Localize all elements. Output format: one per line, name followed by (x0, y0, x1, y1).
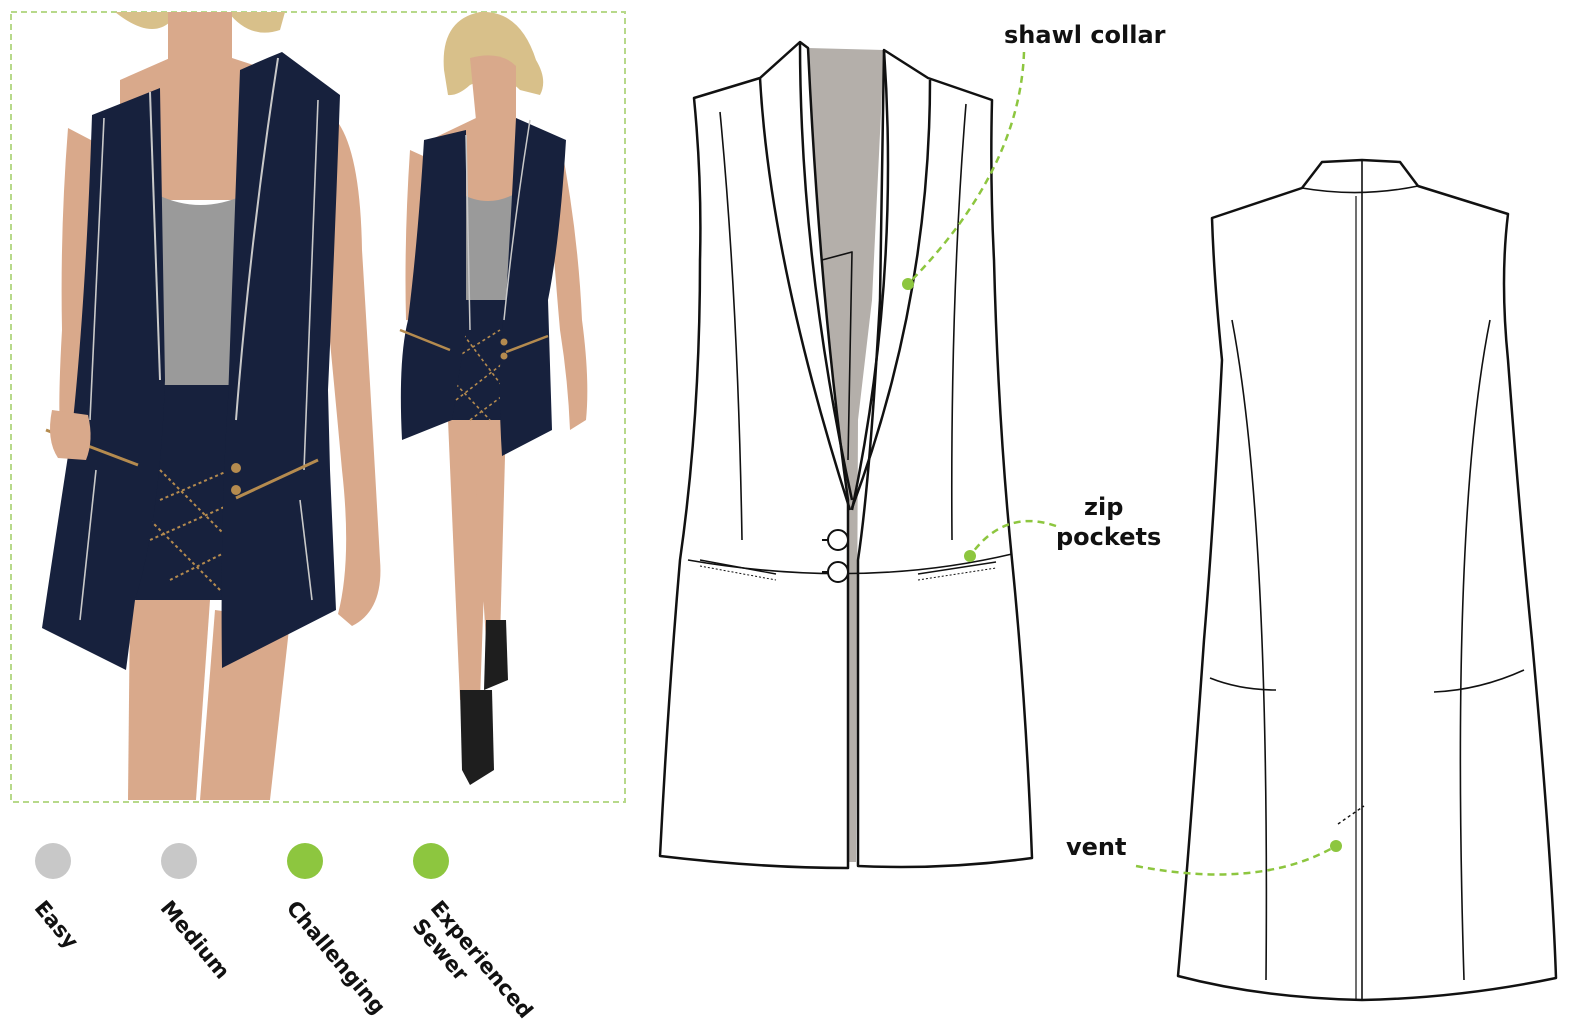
callout-leaders (907, 51, 1337, 876)
model-front-small (399, 11, 588, 785)
difficulty-dot-1 (35, 843, 71, 879)
callout-zip-line1: zip (1084, 493, 1124, 521)
callout-dots (902, 278, 1342, 852)
difficulty-dots (35, 843, 449, 879)
difficulty-dot-2 (161, 843, 197, 879)
vest-front-flat (658, 40, 1034, 870)
model-front-large (42, 12, 381, 800)
callout-shawl-collar: shawl collar (1004, 21, 1166, 49)
difficulty-dot-3 (287, 843, 323, 879)
callout-vent: vent (1066, 833, 1127, 861)
difficulty-dot-4 (413, 843, 449, 879)
callout-zip-line2: pockets (1056, 523, 1162, 551)
vest-back-flat (1176, 158, 1558, 1002)
